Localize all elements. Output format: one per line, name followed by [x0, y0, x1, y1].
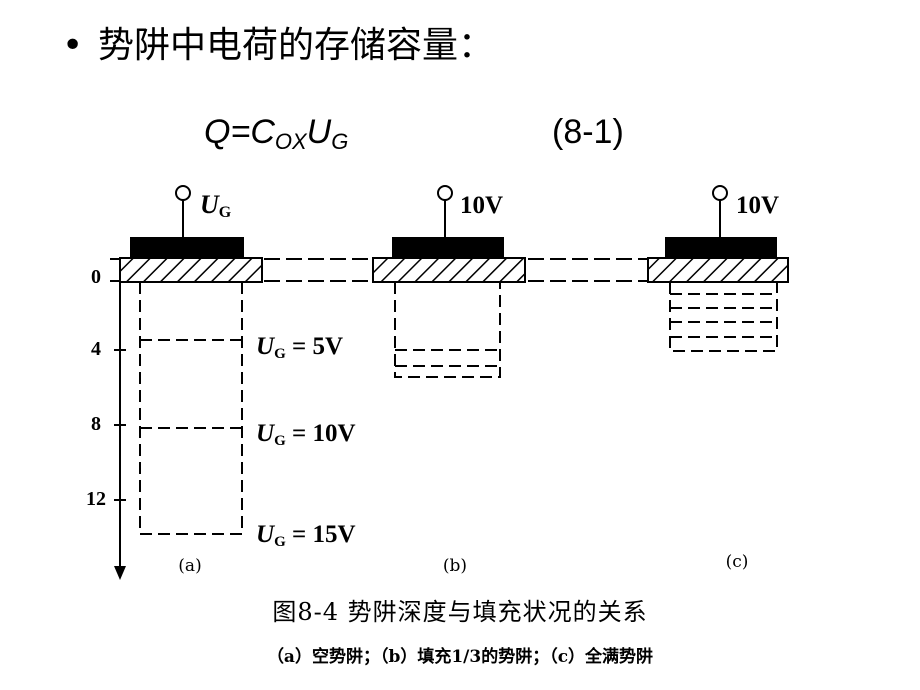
formula-number: (8-1) [552, 113, 624, 151]
terminal-icon [175, 185, 191, 201]
formula-c: C [250, 113, 275, 151]
depth-label-10v: UG = 10V [256, 420, 356, 449]
panel-caption-a: (a) [178, 556, 201, 576]
panel-a: UG UG = 5V UG = 10V UG = 15V (a) [119, 185, 356, 576]
gate-electrode [392, 237, 504, 258]
figure-subtitle: （a）空势阱；（b）填充1/3的势阱；（c）全满势阱 [266, 647, 654, 667]
formula-c-sub: OX [274, 129, 307, 154]
bullet-icon: • [62, 25, 84, 66]
formula-u: U [306, 113, 332, 151]
axis-tick-0: 0 [91, 266, 101, 288]
gate-electrode [665, 237, 777, 258]
panel-caption-b: (b) [443, 556, 467, 576]
panel-caption-c: (c) [726, 552, 749, 572]
depth-label-15v: UG = 15V [256, 521, 356, 550]
gate-label-a: UG [200, 190, 232, 221]
heading: • 势阱中电荷的存储容量： [62, 22, 494, 70]
axis-arrow-icon [114, 566, 126, 580]
gate-label-b: 10V [460, 192, 503, 219]
terminal-icon [712, 185, 728, 201]
heading-text: 势阱中电荷的存储容量： [98, 25, 495, 66]
axis-tick-4: 4 [91, 338, 101, 360]
formula-q: Q= [204, 113, 251, 151]
terminal-icon [437, 185, 453, 201]
gate-label-c: 10V [736, 192, 779, 219]
well-outline [139, 282, 243, 535]
panel-c: 10V (c) [647, 185, 789, 572]
axis-tick-8: 8 [91, 413, 101, 435]
well-outline [669, 282, 778, 352]
panel-b: 10V (b) [372, 185, 526, 576]
figure-title: 图8-4 势阱深度与填充状况的关系 [272, 598, 648, 626]
axis-tick-12: 12 [86, 488, 106, 510]
formula: Q=COXUG [204, 110, 348, 164]
well-outline [394, 282, 501, 378]
oxide-layer-hatch [119, 257, 263, 283]
oxide-layer-hatch [647, 257, 789, 283]
oxide-layer-hatch [372, 257, 526, 283]
depth-label-5v: UG = 5V [256, 333, 343, 362]
formula-u-sub: G [331, 129, 349, 154]
gate-electrode [130, 237, 244, 258]
